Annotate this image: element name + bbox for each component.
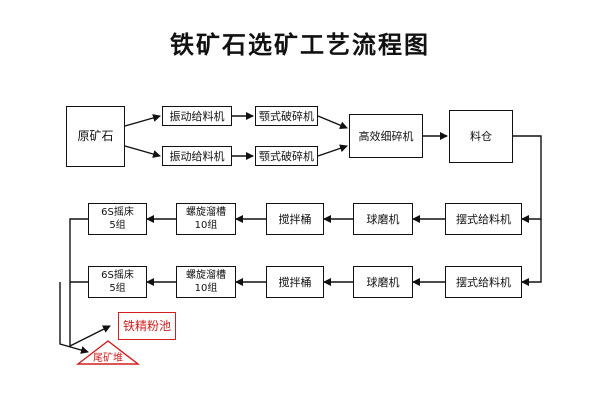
node-jaw-crusher-top-label: 颚式破碎机: [259, 109, 314, 123]
arrow-jaw-top-to-fine-crusher: [317, 115, 348, 130]
arrow-bin-to-swing-feeder-bottom: [521, 219, 542, 286]
tailings-pile-shape: [75, 340, 141, 365]
node-jaw-crusher-bottom: 颚式破碎机: [255, 146, 318, 166]
node-swing-feeder-top-label: 摆式给料机: [456, 212, 511, 226]
arrow-ore-to-feeder-top: [124, 114, 161, 127]
node-raw-ore-label: 原矿石: [77, 129, 114, 143]
node-shaking-table-top-line1: 6S摇床: [101, 207, 134, 218]
node-spiral-chute-top: 螺旋溜槽 10组: [176, 203, 236, 235]
arrow-bin-to-swing-feeder-top: [513, 135, 542, 223]
node-jaw-crusher-top: 颚式破碎机: [255, 106, 318, 126]
node-mixing-tank-top-label: 搅拌桶: [278, 212, 312, 226]
node-jaw-crusher-bottom-label: 颚式破碎机: [259, 149, 314, 163]
node-vibrating-feeder-bottom: 振动给料机: [162, 146, 232, 166]
node-storage-bin-label: 料仓: [470, 130, 492, 143]
node-vibrating-feeder-bottom-label: 振动给料机: [169, 149, 225, 163]
node-spiral-chute-bottom-line2: 10组: [194, 283, 218, 294]
diagram-title: 铁矿石选矿工艺流程图: [170, 31, 430, 59]
node-swing-feeder-bottom-label: 摆式给料机: [456, 275, 511, 289]
node-spiral-chute-top-line1: 螺旋溜槽: [186, 207, 226, 218]
node-concentrate-pool: 铁精粉池: [118, 312, 176, 340]
node-shaking-table-top: 6S摇床 5组: [88, 203, 147, 235]
arrow-shakers-to-concentrate-pool: [69, 282, 111, 348]
node-ball-mill-bottom-label: 球磨机: [366, 275, 400, 289]
node-spiral-chute-bottom: 螺旋溜槽 10组: [176, 266, 236, 298]
arrow-ore-to-feeder-bottom: [124, 145, 161, 158]
node-swing-feeder-bottom: 摆式给料机: [445, 266, 522, 298]
node-mixing-tank-bottom-label: 搅拌桶: [278, 275, 312, 289]
node-mixing-tank-bottom: 搅拌桶: [266, 266, 324, 298]
node-mixing-tank-top: 搅拌桶: [266, 203, 324, 235]
node-swing-feeder-top: 摆式给料机: [445, 203, 522, 235]
node-shaking-table-bottom-line2: 5组: [109, 283, 126, 294]
connector-shakers-left: [69, 218, 88, 283]
node-spiral-chute-top-line2: 10组: [194, 220, 218, 231]
node-vibrating-feeder-top: 振动给料机: [162, 106, 232, 126]
node-shaking-table-bottom-line1: 6S摇床: [101, 270, 134, 281]
node-tailings-label: 尾矿堆: [93, 353, 123, 364]
node-fine-crusher: 高效细碎机: [349, 114, 423, 158]
node-storage-bin: 料仓: [449, 110, 513, 163]
node-raw-ore: 原矿石: [66, 106, 125, 167]
arrow-jaw-bottom-to-fine-crusher: [317, 144, 348, 157]
node-vibrating-feeder-top-label: 振动给料机: [169, 109, 225, 123]
arrow-shakers-to-tailings: [59, 282, 89, 354]
node-shaking-table-bottom: 6S摇床 5组: [88, 266, 147, 298]
node-ball-mill-bottom: 球磨机: [353, 266, 413, 298]
node-ball-mill-top-label: 球磨机: [366, 212, 400, 226]
node-concentrate-pool-label: 铁精粉池: [122, 318, 171, 333]
node-spiral-chute-bottom-line1: 螺旋溜槽: [186, 270, 226, 281]
node-ball-mill-top: 球磨机: [353, 203, 413, 235]
node-fine-crusher-label: 高效细碎机: [358, 129, 414, 143]
node-shaking-table-top-line2: 5组: [109, 220, 126, 231]
